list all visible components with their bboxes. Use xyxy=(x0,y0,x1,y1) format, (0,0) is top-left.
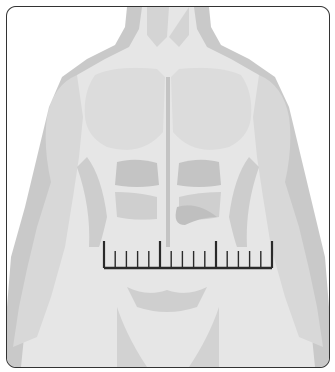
right-pectoral xyxy=(171,68,251,150)
torso-illustration xyxy=(7,7,329,367)
abs-left-mid xyxy=(115,192,157,220)
abs-left-upper xyxy=(115,160,159,187)
illustration-frame xyxy=(6,6,330,368)
left-pectoral xyxy=(85,68,165,150)
abs-right-upper xyxy=(177,160,221,187)
